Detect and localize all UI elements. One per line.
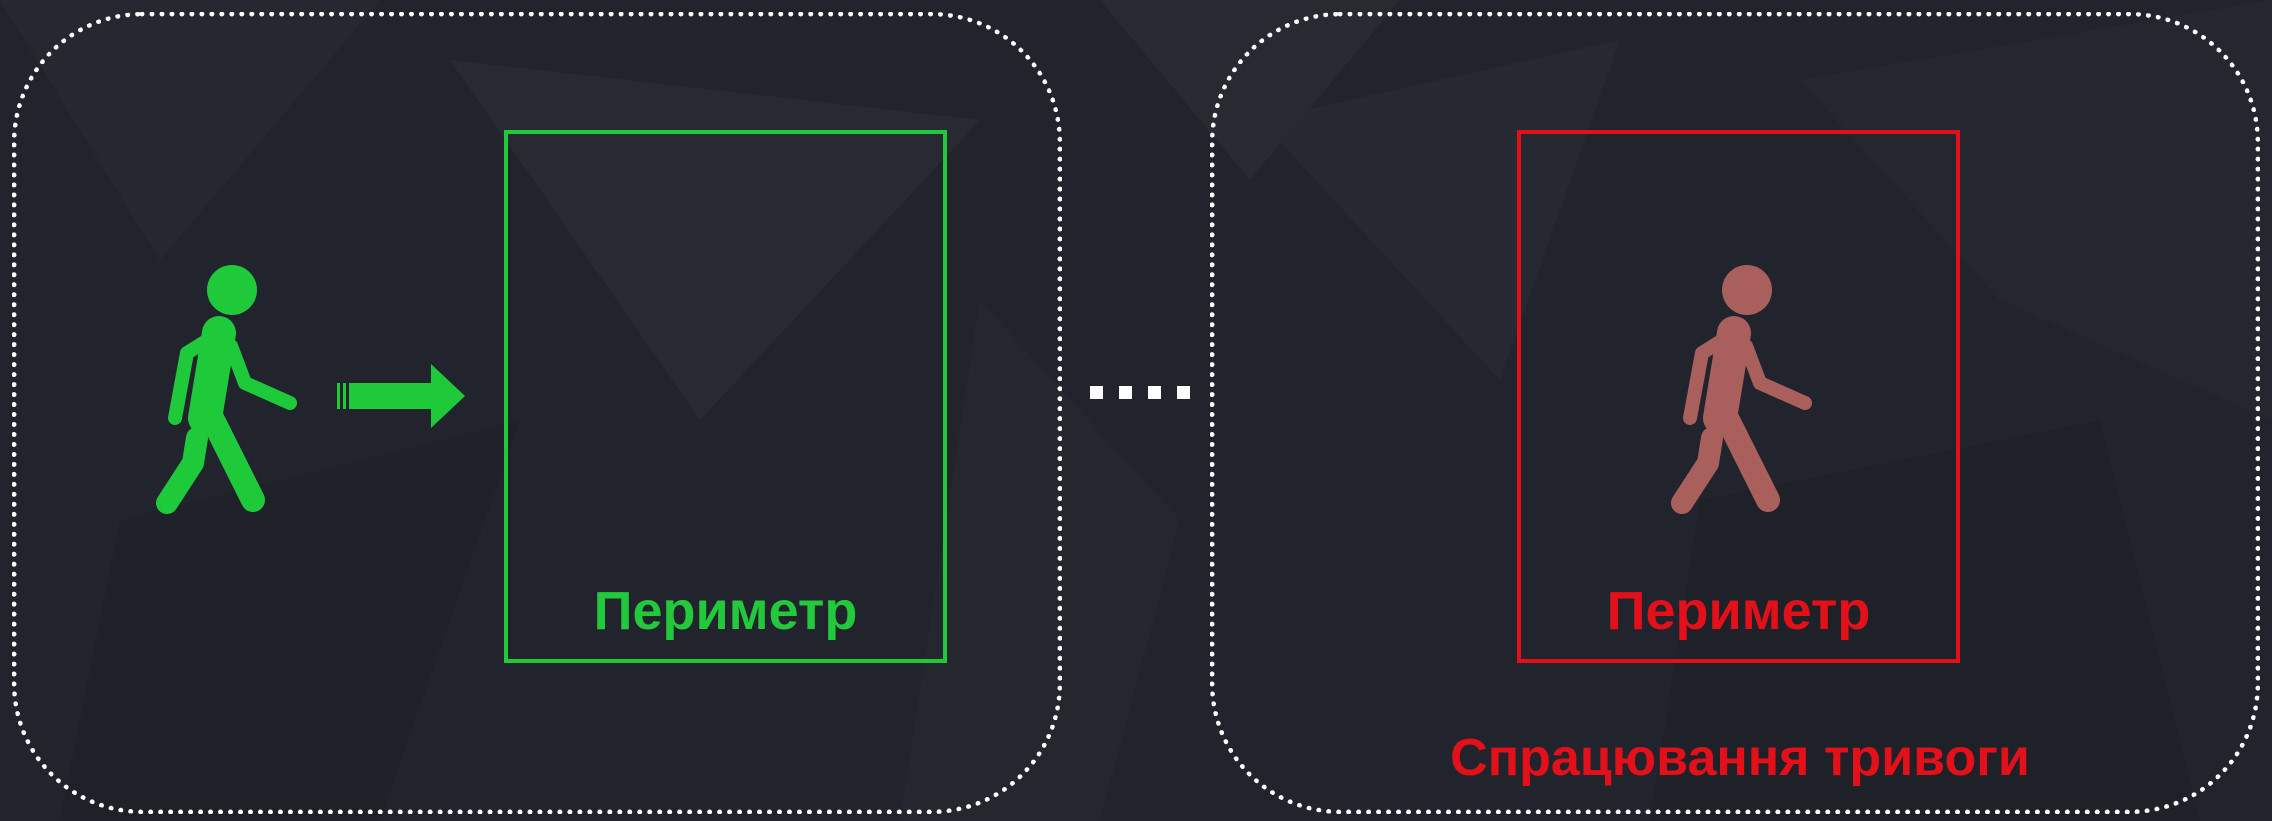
connector-dot: [1119, 386, 1132, 399]
walking-person-icon: [1671, 265, 1812, 514]
right-scenario-panel: [1210, 12, 2260, 814]
perimeter-label: Периметр: [593, 581, 858, 641]
dotted-connector-icon: [1090, 386, 1190, 402]
connector-dot: [1090, 386, 1103, 399]
connector-dot: [1177, 386, 1190, 399]
alarm-triggered-label: Спрацювання тривоги: [1450, 729, 2030, 787]
left-scenario-panel: [12, 12, 1062, 814]
perimeter-zone-alarm: Периметр: [1517, 130, 1960, 663]
perimeter-zone-safe: Периметр: [504, 130, 947, 663]
connector-dot: [1148, 386, 1161, 399]
perimeter-label: Периметр: [1606, 581, 1871, 641]
walking-person-icon: [156, 265, 297, 514]
right-arrow-icon: [337, 364, 465, 428]
